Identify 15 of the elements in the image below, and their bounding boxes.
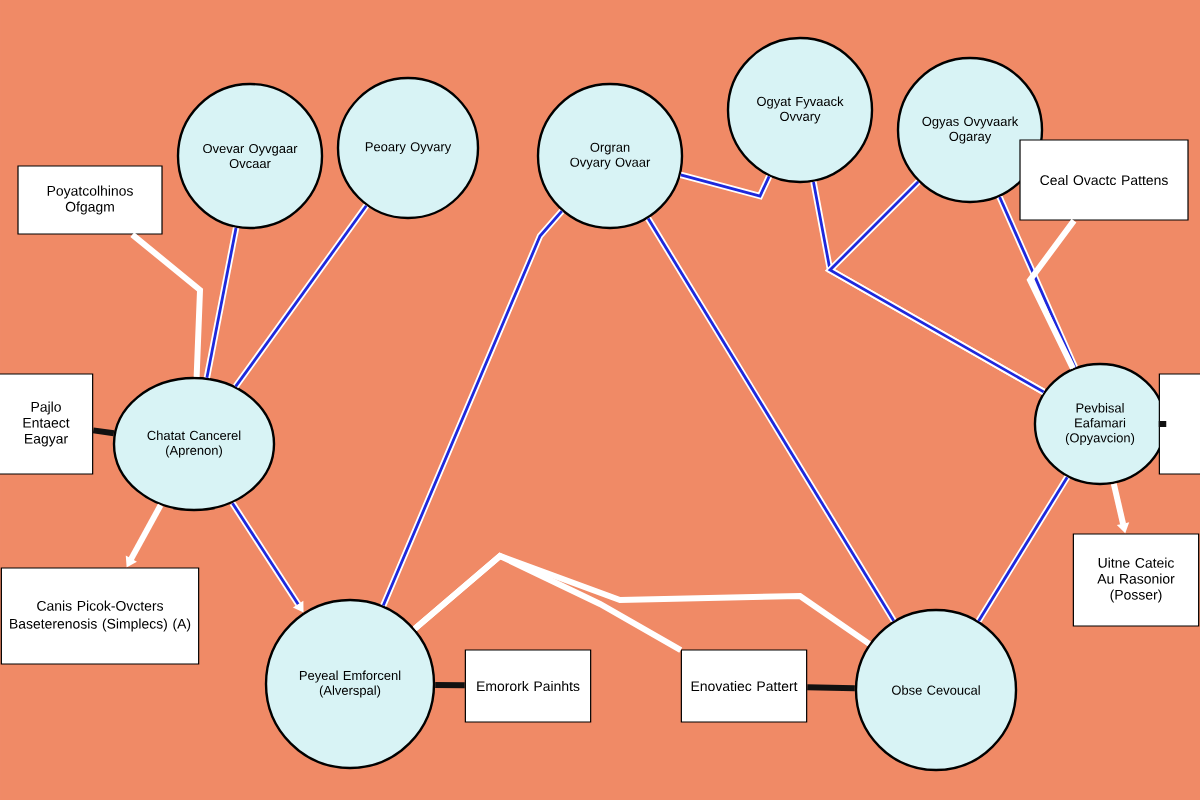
- connector-line: [996, 195, 1078, 369]
- leader-line: [92, 427, 115, 437]
- leader-line: [130, 232, 204, 377]
- connector-line: [233, 203, 369, 389]
- leader-line: [435, 682, 465, 689]
- connector-line: [203, 227, 240, 379]
- connector-line: [975, 475, 1070, 623]
- leader-line: [412, 552, 683, 653]
- leader-line: [1158, 421, 1167, 427]
- connector-line: [380, 209, 565, 607]
- connector-line: [679, 171, 773, 200]
- leader-line: [807, 684, 855, 692]
- leader-line: [1026, 218, 1077, 370]
- connector-line: [645, 216, 897, 623]
- label-box: [1158, 373, 1200, 475]
